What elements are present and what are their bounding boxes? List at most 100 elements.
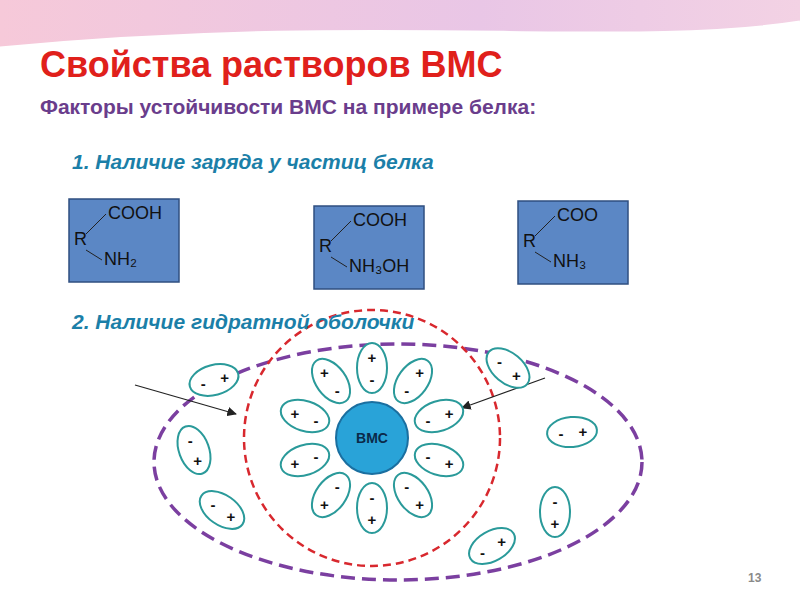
outer-diffuse-layer bbox=[154, 344, 642, 580]
bond-line bbox=[535, 252, 551, 262]
dipole-outline bbox=[357, 343, 387, 393]
factor-heading: 2. Наличие гидратной оболочки bbox=[72, 308, 414, 335]
node-shape bbox=[542, 402, 602, 462]
charge-sign: + bbox=[497, 533, 506, 548]
node-shape bbox=[462, 516, 522, 576]
dipole-outline bbox=[277, 394, 334, 438]
node-shape bbox=[184, 350, 244, 410]
dipole-outline bbox=[463, 521, 521, 572]
dipole-outline bbox=[193, 483, 251, 536]
formula-text: R bbox=[319, 237, 332, 255]
slide-title: Свойства растворов ВМС bbox=[40, 44, 503, 86]
core-label: ВМС bbox=[356, 431, 388, 445]
dipole-outline bbox=[386, 352, 440, 410]
charge-sign: + bbox=[291, 456, 300, 471]
bond-line bbox=[86, 214, 106, 234]
water-dipole: -+ bbox=[383, 465, 443, 525]
node-shape bbox=[342, 478, 402, 538]
charge-sign: - bbox=[404, 383, 409, 398]
charge-sign: + bbox=[579, 424, 588, 439]
water-dipole: -+ bbox=[192, 480, 252, 540]
charge-sign: - bbox=[335, 383, 340, 398]
water-dipole: -+ bbox=[525, 482, 585, 542]
dipole-outline bbox=[540, 487, 570, 537]
formula-box: R COOH NH₂ bbox=[68, 198, 180, 283]
charge-sign: + bbox=[445, 405, 454, 420]
charge-sign: + bbox=[220, 370, 229, 385]
charge-sign: - bbox=[370, 490, 375, 505]
charge-sign: + bbox=[193, 453, 202, 468]
dipole-outline bbox=[410, 394, 467, 438]
water-dipole: -+ bbox=[542, 402, 602, 462]
factor-heading: 1. Наличие заряда у частиц белка bbox=[72, 148, 434, 175]
water-dipole: -+ bbox=[301, 351, 361, 411]
charge-sign: - bbox=[553, 494, 558, 509]
water-dipole: -+ bbox=[478, 338, 538, 398]
core-circle bbox=[336, 402, 408, 474]
node-shape bbox=[383, 465, 443, 525]
charge-sign: + bbox=[227, 509, 236, 524]
node-shape bbox=[525, 482, 585, 542]
formula-text: COO bbox=[557, 206, 598, 224]
charge-sign: + bbox=[551, 516, 560, 531]
node-shape bbox=[164, 420, 224, 480]
charge-sign: + bbox=[415, 496, 424, 511]
water-dipole: -+ bbox=[462, 516, 522, 576]
formula-text: NH₂ bbox=[104, 250, 137, 268]
charge-sign: - bbox=[559, 425, 564, 440]
charge-sign: - bbox=[497, 353, 502, 368]
charge-sign: - bbox=[426, 449, 431, 464]
formula-text: NH₃ bbox=[553, 252, 586, 270]
water-dipole: -+ bbox=[342, 478, 402, 538]
charge-sign: - bbox=[480, 544, 485, 559]
inner-adsorption-layer bbox=[244, 310, 500, 566]
charge-sign: - bbox=[426, 412, 431, 427]
charge-sign: + bbox=[445, 456, 454, 471]
charge-sign: + bbox=[320, 365, 329, 380]
charge-sign: + bbox=[512, 368, 521, 383]
charge-sign: - bbox=[201, 375, 206, 390]
page-number: 13 bbox=[748, 571, 761, 587]
node-shape bbox=[192, 480, 252, 540]
formula-text: NH₃OH bbox=[349, 257, 409, 275]
node-shape bbox=[301, 351, 361, 411]
formula-text: R bbox=[74, 230, 87, 248]
header-wave bbox=[0, 0, 800, 48]
charge-sign: + bbox=[368, 512, 377, 527]
dipole-outline bbox=[186, 359, 242, 401]
bond-line bbox=[535, 216, 555, 236]
charge-sign: - bbox=[313, 412, 318, 427]
macromolecule-core: ВМС bbox=[334, 400, 410, 476]
formula-text: COOH bbox=[108, 204, 162, 222]
water-dipole: -+ bbox=[275, 430, 335, 490]
node-shape bbox=[478, 338, 538, 398]
formula-text: R bbox=[523, 232, 536, 250]
box-outline bbox=[518, 201, 628, 284]
charge-sign: - bbox=[188, 432, 193, 447]
node-shape bbox=[275, 430, 335, 490]
dipole-outline bbox=[410, 438, 467, 482]
dipole-outline bbox=[277, 438, 334, 482]
dipole-outline bbox=[304, 352, 358, 410]
formula-text: COOH bbox=[353, 211, 407, 229]
charge-sign: - bbox=[210, 496, 215, 511]
charge-sign: - bbox=[335, 478, 340, 493]
dipole-outline bbox=[386, 466, 440, 524]
bond-line bbox=[331, 257, 347, 267]
water-dipole: -+ bbox=[342, 338, 402, 398]
charge-sign: + bbox=[415, 365, 424, 380]
bond-line bbox=[331, 221, 351, 241]
formula-box: R COOH NH₃OH bbox=[313, 205, 425, 290]
bond-line bbox=[86, 250, 102, 260]
water-dipole: -+ bbox=[164, 420, 224, 480]
node-shape bbox=[342, 338, 402, 398]
charge-sign: - bbox=[313, 449, 318, 464]
box-outline bbox=[69, 199, 179, 282]
dipole-outline bbox=[357, 483, 387, 533]
dipole-outline bbox=[304, 466, 358, 524]
charge-sign: + bbox=[368, 350, 377, 365]
charge-sign: + bbox=[291, 405, 300, 420]
dipole-outline bbox=[171, 421, 216, 478]
water-dipole: -+ bbox=[409, 386, 469, 446]
